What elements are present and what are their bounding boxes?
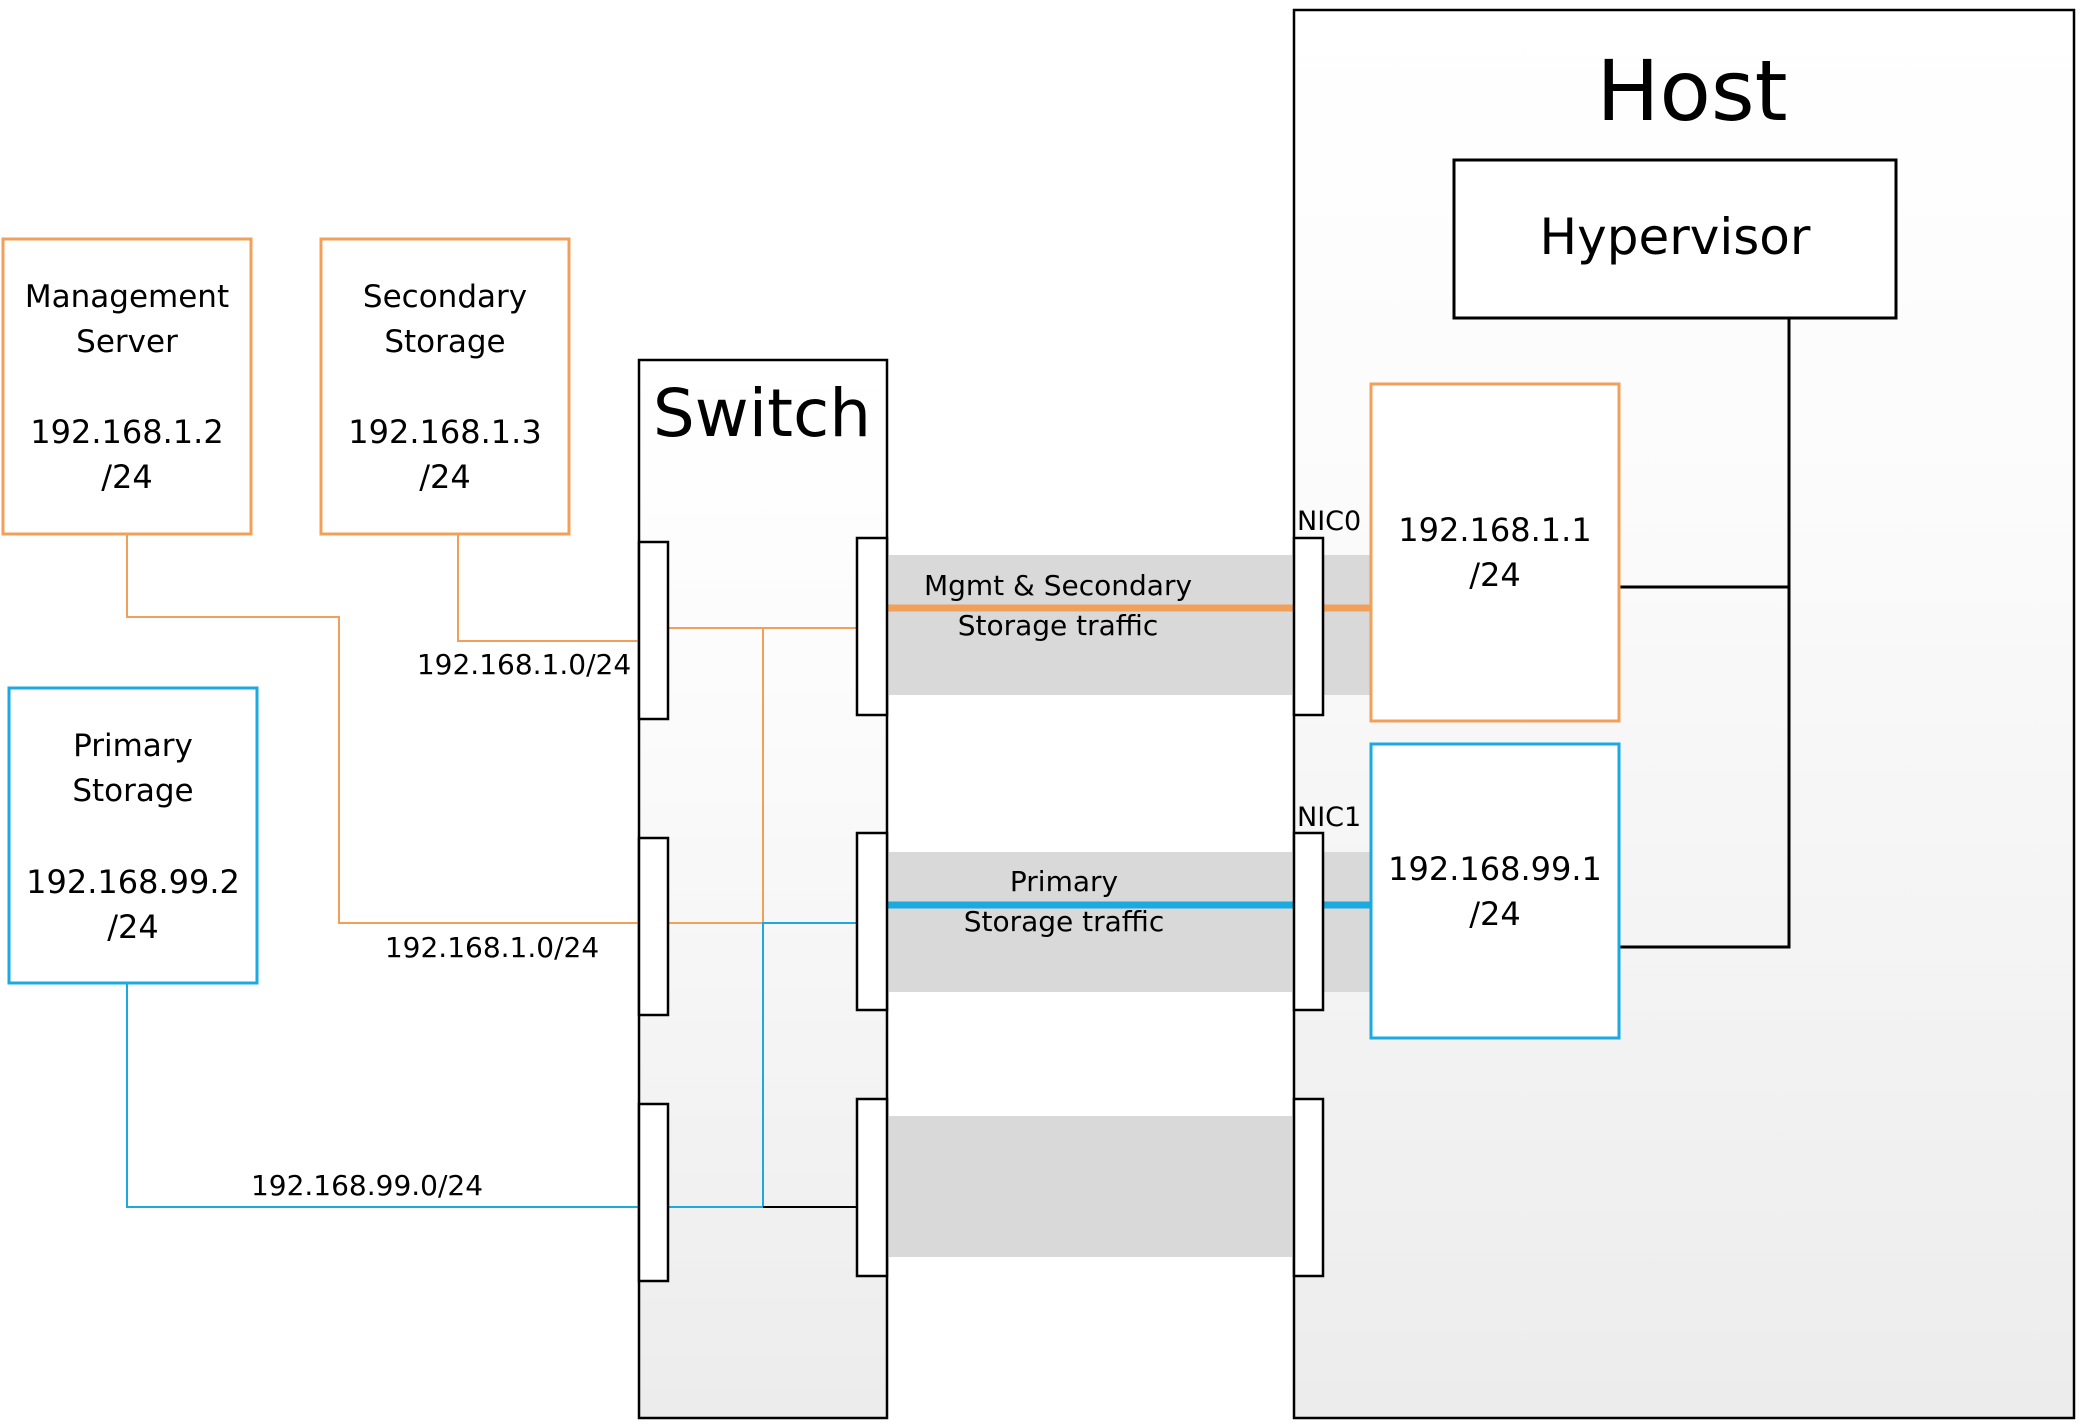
switch-port-right-2 [855, 831, 889, 1012]
host-title: Host [1596, 42, 1787, 140]
switch-port-right-1 [855, 536, 889, 717]
management-server-name-line2: Server [76, 324, 178, 360]
nic1-box [1369, 742, 1621, 1040]
switch-port-left-2 [637, 836, 670, 1017]
primary-storage-ip: 192.168.99.2 [26, 863, 240, 901]
link-band-unused [887, 1116, 1294, 1257]
management-server-mask: /24 [101, 458, 153, 496]
hypervisor-box [1452, 158, 1898, 320]
management-server-name-line1: Management [25, 279, 229, 315]
primary-storage-box [7, 686, 259, 985]
switch-port-right-3 [855, 1097, 889, 1278]
primary-storage-name-line2: Storage [72, 773, 193, 809]
subnet-label-port3: 192.168.99.0/24 [251, 1169, 483, 1202]
secondary-storage-wire [457, 534, 639, 642]
mgmt-traffic-label-line1: Mgmt & Secondary [924, 569, 1192, 602]
host-port-unused [1292, 1097, 1325, 1278]
subnet-label-port2: 192.168.1.0/24 [385, 931, 599, 964]
mgmt-traffic-label-line2: Storage traffic [958, 609, 1159, 642]
nic1-mask: /24 [1469, 895, 1521, 933]
secondary-storage-name-line1: Secondary [363, 279, 527, 315]
secondary-storage-ip: 192.168.1.3 [348, 413, 541, 451]
secondary-storage-mask: /24 [419, 458, 471, 496]
secondary-storage-name-line2: Storage [384, 324, 505, 360]
nic0-ip: 192.168.1.1 [1398, 511, 1591, 549]
link-band-primary [887, 852, 1371, 992]
hypervisor-bus-wire [1619, 318, 1791, 949]
hypervisor-label: Hypervisor [1540, 208, 1811, 266]
nic0-box [1369, 382, 1621, 723]
management-server-box [1, 237, 253, 536]
primary-storage-mask: /24 [107, 908, 159, 946]
nic1-label: NIC1 [1297, 802, 1361, 833]
switch-title: Switch [653, 375, 871, 452]
host-port-nic1 [1292, 831, 1325, 1012]
nic0-label: NIC0 [1297, 506, 1361, 537]
management-server-ip: 192.168.1.2 [30, 413, 223, 451]
switch-port-left-1 [637, 540, 670, 721]
switch-internal-primary-bus [668, 922, 857, 1208]
nic0-mask: /24 [1469, 556, 1521, 594]
primary-storage-wire [126, 983, 639, 1208]
subnet-label-port1: 192.168.1.0/24 [417, 648, 631, 681]
host-port-nic0 [1292, 536, 1325, 717]
link-band-mgmt [887, 555, 1371, 695]
switch-port-left-3 [637, 1102, 670, 1283]
management-server-wire [126, 534, 639, 924]
primary-storage-name-line1: Primary [73, 728, 193, 764]
secondary-storage-box [319, 237, 571, 536]
nic1-ip: 192.168.99.1 [1388, 850, 1602, 888]
primary-traffic-label-line2: Storage traffic [964, 905, 1165, 938]
primary-traffic-label-line1: Primary [1010, 865, 1118, 898]
